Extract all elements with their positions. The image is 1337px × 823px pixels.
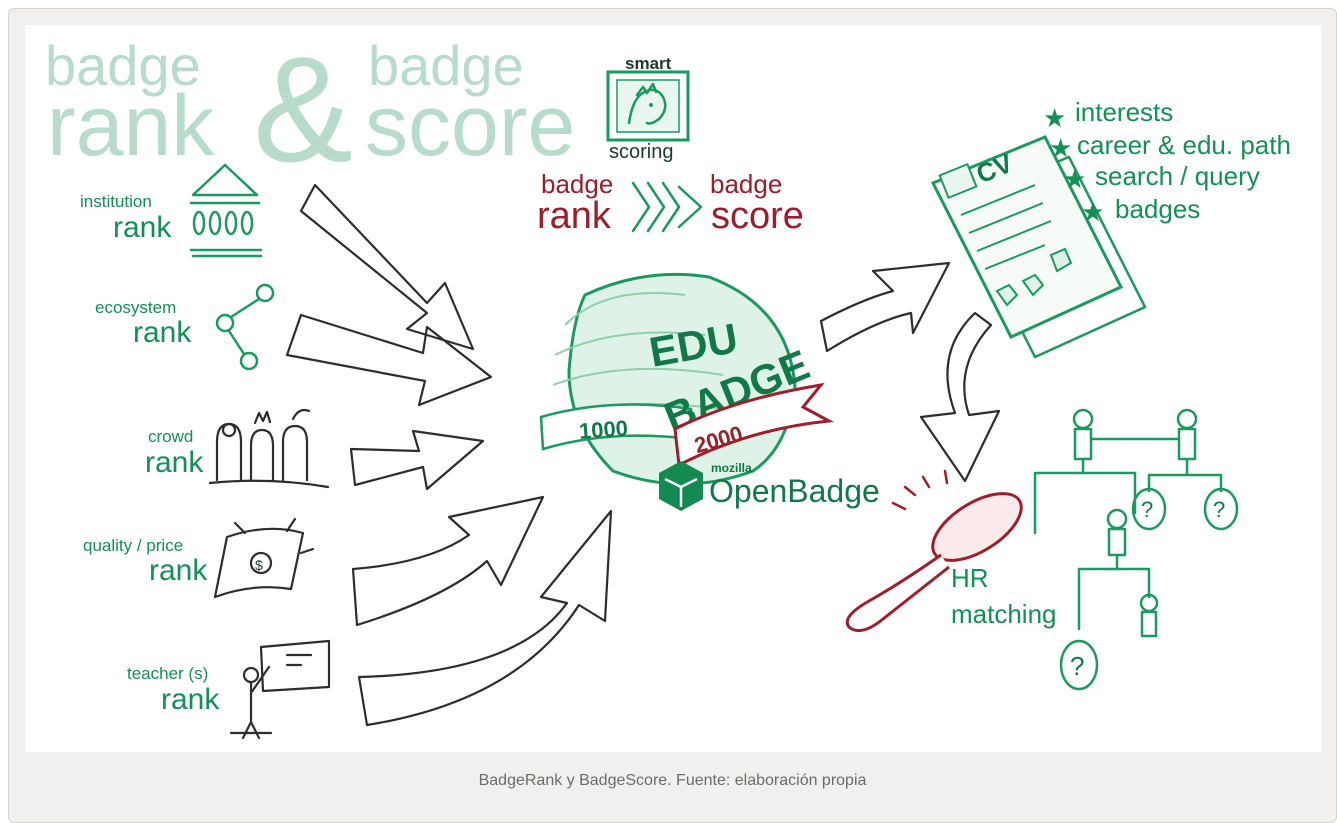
- arrow-from-crowd: [349, 429, 485, 491]
- output-career: career & edu. path: [1077, 130, 1291, 160]
- arrow-from-teacher: [357, 509, 613, 727]
- hr-matching: HR matching: [845, 469, 1057, 633]
- output-badges: badges: [1115, 194, 1200, 224]
- center-rank: rank: [537, 195, 612, 237]
- input-arrows: [285, 183, 613, 727]
- institution-building-icon: [189, 163, 263, 258]
- input-ecosystem-large: rank: [133, 316, 192, 349]
- star-icon: ★: [1043, 103, 1066, 133]
- openbadge-name: OpenBadge: [709, 473, 880, 509]
- input-teacher-small: teacher (s): [127, 664, 208, 683]
- teacher-board-icon: [229, 639, 331, 740]
- hr-line1: HR: [951, 563, 989, 593]
- smart-scoring-top: smart: [625, 54, 672, 73]
- svg-text:?: ?: [1070, 651, 1084, 681]
- openbadge-vendor: mozilla: [711, 461, 752, 475]
- input-institution-small: institution: [80, 192, 152, 211]
- badge-score-low: 1000: [578, 415, 629, 443]
- input-quality-price: quality / price rank $: [83, 517, 315, 599]
- title-ampersand: &: [253, 25, 353, 193]
- illustration-svg: badge rank & badge score smart scoring b…: [45, 25, 1291, 740]
- input-teacher: teacher (s) rank: [127, 639, 331, 740]
- smart-face-icon: [606, 70, 690, 142]
- star-icon: ★: [1063, 164, 1086, 194]
- title: badge rank & badge score: [45, 25, 575, 193]
- cv-document: CV: [930, 135, 1147, 359]
- badge-ribbon-red: [673, 382, 835, 468]
- openbadge-cube-icon: [659, 461, 703, 511]
- cv-badge-icons: [995, 247, 1073, 307]
- input-crowd-small: crowd: [148, 427, 193, 446]
- question-node-icon: ?: [1131, 487, 1167, 531]
- question-node-icon: ?: [1203, 487, 1239, 531]
- outputs-list: ★ interests ★ career & edu. path ★ searc…: [1043, 97, 1291, 227]
- arrow-from-ecosystem: [285, 313, 493, 407]
- input-institution: institution rank: [80, 163, 263, 258]
- crowd-people-icon: [208, 408, 330, 489]
- arrow-to-hr: [919, 311, 1001, 483]
- input-ecosystem-small: ecosystem: [95, 298, 176, 317]
- input-quality-price-large: rank: [149, 554, 208, 587]
- input-crowd-large: rank: [145, 446, 204, 479]
- edu-badge: 1000 EDU BADGE 2000: [539, 272, 835, 486]
- output-interests: interests: [1075, 97, 1173, 127]
- center-flow: badge rank badge score: [537, 169, 804, 237]
- person-icon: [1072, 408, 1094, 461]
- openbadge-logo: mozilla OpenBadge: [659, 461, 880, 511]
- figure-caption: BadgeRank y BadgeScore. Fuente: elaborac…: [478, 772, 867, 789]
- arrow-from-quality: [351, 495, 545, 627]
- cv-photo-icon: [938, 162, 978, 200]
- title-badge-left: badge: [45, 34, 201, 97]
- title-rank: rank: [47, 78, 215, 174]
- svg-text:?: ?: [1213, 497, 1225, 522]
- person-icon: [1176, 408, 1198, 461]
- hr-line2: matching: [951, 599, 1057, 629]
- illustration: badge rank & badge score smart scoring b…: [25, 25, 1321, 752]
- person-icon: [1106, 508, 1128, 557]
- smart-scoring-bottom: scoring: [609, 141, 673, 163]
- svg-text:?: ?: [1141, 497, 1153, 522]
- chevron-arrows-icon: [631, 181, 703, 233]
- input-quality-price-small: quality / price: [83, 536, 183, 555]
- input-institution-large: rank: [113, 211, 172, 244]
- svg-text:$: $: [255, 557, 263, 573]
- person-icon: [1139, 593, 1159, 638]
- title-badge-right: badge: [368, 34, 524, 97]
- money-bills-icon: $: [213, 517, 315, 599]
- center-badge-right: badge: [710, 169, 782, 199]
- star-icon: ★: [1049, 133, 1072, 163]
- question-node-icon: ?: [1059, 639, 1099, 691]
- input-crowd: crowd rank: [145, 408, 330, 489]
- input-ecosystem: ecosystem rank: [95, 283, 275, 371]
- arrow-from-institution: [299, 183, 475, 351]
- arrow-to-cv: [819, 261, 951, 353]
- center-badge-left: badge: [541, 169, 613, 199]
- center-score: score: [711, 195, 804, 237]
- magnifier-icon: [845, 469, 1023, 633]
- smart-scoring: smart scoring: [606, 54, 690, 163]
- input-teacher-large: rank: [161, 683, 220, 716]
- org-chart: ? ? ?: [1033, 408, 1239, 691]
- network-nodes-icon: [215, 283, 275, 371]
- star-icon: ★: [1081, 197, 1104, 227]
- title-score: score: [365, 78, 575, 174]
- output-search: search / query: [1095, 161, 1260, 191]
